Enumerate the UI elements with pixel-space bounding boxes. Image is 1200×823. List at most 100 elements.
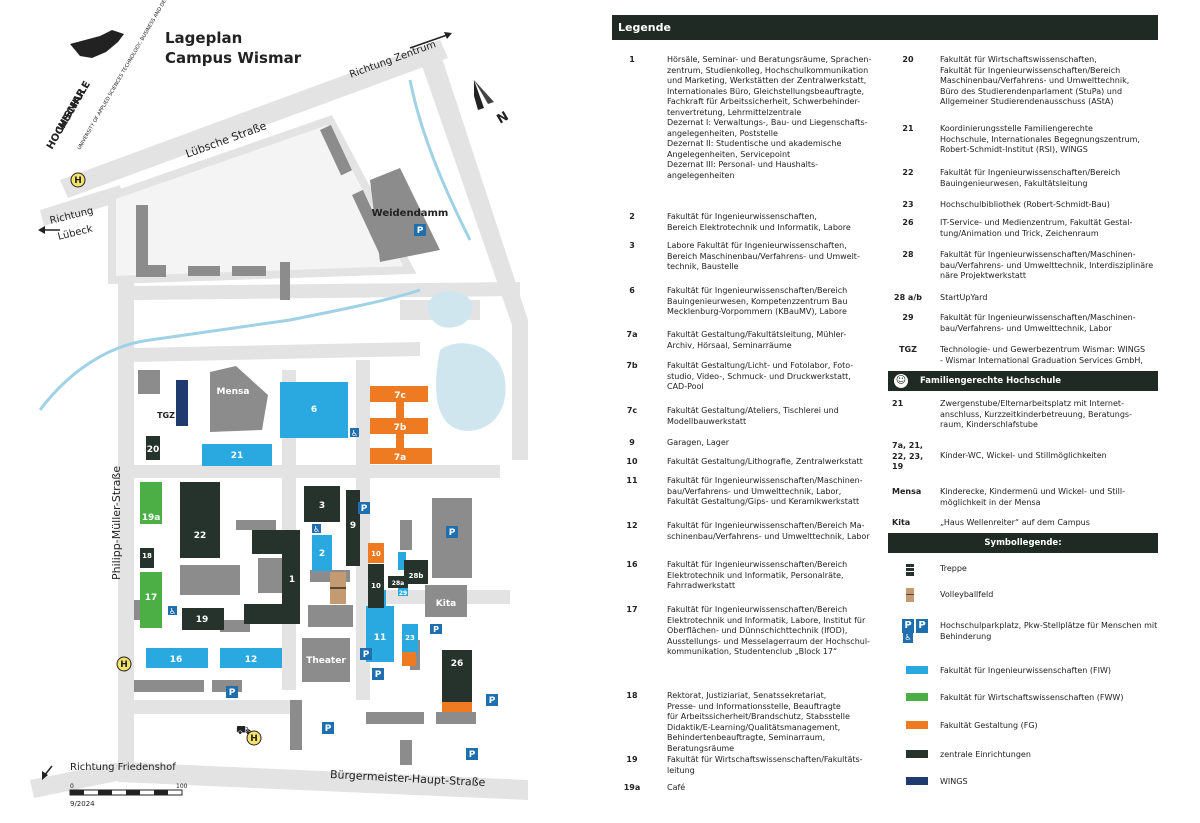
parking-icon xyxy=(226,686,238,698)
legend-entry-text: Fakultät für Ingenieurwissenschaften/Ber… xyxy=(667,286,882,318)
legend-entry-line: und Marketing, Werkstätten der Zentralwe… xyxy=(667,76,867,85)
legend-entry-text: Hochschulbibliothek (Robert-Schmidt-Bau) xyxy=(940,200,1160,211)
symbol-legend-label: zentrale Einrichtungen xyxy=(940,750,1031,759)
legend-entry-number: 19a xyxy=(623,783,641,792)
scale-bar: 0 100 9/2024 xyxy=(69,783,188,808)
river xyxy=(38,288,421,411)
svg-text:P: P xyxy=(417,226,424,236)
legend-entry-line: Fakultät für Ingenieurwissenschaften/Mas… xyxy=(940,313,1136,322)
legend-entry-line: Oberflächen- und Dünnschichttechnik (IfO… xyxy=(667,626,848,635)
legend-entry-line: Hochschulbibliothek (Robert-Schmidt-Bau) xyxy=(940,200,1110,209)
legend-entry-text: „Haus Wellenreiter“ auf dem Campus xyxy=(940,518,1160,529)
legend-entry-number: 16 xyxy=(626,560,638,569)
parking-icon xyxy=(360,648,372,660)
legend-entry-text: Café xyxy=(667,783,882,794)
building-label: 18 xyxy=(142,552,152,560)
accessible-icon xyxy=(168,606,177,615)
legend-entry-text: Fakultät Gestaltung/Ateliers, Tischlerei… xyxy=(667,406,882,427)
legend-entry-line: schinenbau/Verfahrens- und Umwelttechnik… xyxy=(667,531,870,541)
svg-text:♿: ♿ xyxy=(169,607,176,616)
legend-entry-line: tung/Animation und Trick, Zeichenraum xyxy=(940,228,1099,238)
color-swatch xyxy=(906,750,928,758)
legend-entry-text: Rektorat, Justiziariat, Senatssekretaria… xyxy=(667,691,882,754)
color-swatch xyxy=(906,777,928,785)
svg-text:9/2024: 9/2024 xyxy=(70,800,95,808)
campus-map: 6 7c 7b 7a 21 20 19a 17 18 22 3 9 2 1 19… xyxy=(30,0,528,808)
parking-icon xyxy=(466,748,478,760)
legend-entry-text: Fakultät für Ingenieurwissenschaften/Ber… xyxy=(667,521,882,542)
legend-entry-line: Fakultät für Ingenieurwissenschaften/Ber… xyxy=(667,605,848,614)
legend-entry-line: Maschinenbau/Verfahrens- und Umwelttechn… xyxy=(940,76,1130,85)
legend-entry-number: TGZ xyxy=(899,345,917,354)
building-label: 22 xyxy=(194,531,207,541)
legend-entry-line: Fakultät für Wirtschaftswissenschaften, xyxy=(940,55,1097,64)
building-label: 21 xyxy=(231,451,244,461)
bus-stop-icon xyxy=(70,172,86,188)
legend-entry-line: Elektrotechnik und Informatik, Personalr… xyxy=(667,570,844,580)
legend-entry-line: Hochschule, Internationales Begegnungsze… xyxy=(940,134,1140,144)
symbol-legend-label: Fakultät für Ingenieurwissenschaften (FI… xyxy=(940,666,1111,675)
legend-entry-number: Kita xyxy=(892,518,911,527)
legend-entry-line: Behindertenbeauftragte, Seminarraum, xyxy=(667,733,826,742)
legend-entry-line: Dezernat II: Studentische und akademisch… xyxy=(667,139,842,148)
symbol-legend-label: Volleyballfeld xyxy=(940,590,994,599)
legend-entry-line: IT-Service- und Medienzentrum, Fakultät … xyxy=(940,218,1133,227)
legend-entry-text: StartUpYard xyxy=(940,293,1160,304)
legend-entry-line: Bauingenieurwesen, Fakultätsleitung xyxy=(940,178,1088,188)
arrow-zentrum xyxy=(409,33,451,49)
legend-entry-text: Technologie- und Gewerbezentrum Wismar: … xyxy=(940,345,1160,366)
svg-text:H: H xyxy=(250,734,258,744)
river-north xyxy=(408,79,472,241)
faculty-buildings xyxy=(140,380,472,712)
svg-text:P: P xyxy=(361,504,368,514)
building-label-layer: 6 7c 7b 7a 21 20 19a 17 18 22 3 9 2 1 19… xyxy=(142,208,464,669)
legend-entry-line: angelegenheiten, Poststelle xyxy=(667,128,778,138)
north-arrow: N xyxy=(474,80,511,127)
legend-entry-text: Fakultät für Wirtschaftswissenschaften/F… xyxy=(667,755,882,776)
legend-entry-line: „Haus Wellenreiter“ auf dem Campus xyxy=(940,518,1090,527)
bus-stop-icon xyxy=(246,730,262,746)
legend-entry-line: Fahrradwerkstatt xyxy=(667,581,736,590)
grey-buildings xyxy=(134,124,476,765)
legend-entry-number: 21 xyxy=(892,399,904,408)
legend-entry-line: technik, Baustelle xyxy=(667,262,739,271)
legend-entry-line: zentrum, Studienkolleg, Hochschulkommuni… xyxy=(667,65,869,75)
legend-entry-text: Fakultät für Ingenieurwissenschaften/Ber… xyxy=(667,560,882,592)
legend-entry-text: Kinderecke, Kindermenü und Wickel- und S… xyxy=(940,487,1160,508)
legend-entry-number: 29 xyxy=(902,313,914,322)
legend-entry-number: 23 xyxy=(902,200,914,209)
legend-entry-line: angelegenheiten xyxy=(667,170,735,180)
legend-entry-text: Fakultät für Ingenieurwissenschaften/Ber… xyxy=(667,605,882,658)
legend-entry-line: Hörsäle, Seminar- und Beratungsräume, Sp… xyxy=(667,55,872,64)
legend-entry-number: 26 xyxy=(902,218,914,227)
legend-entry-line: Bereich Elektrotechnik und Informatik, L… xyxy=(667,222,851,232)
legend-entry-line: Mecklenburg-Vorpommern (KBauMV), Labore xyxy=(667,307,847,316)
building-label: 29 xyxy=(399,590,407,597)
legend-entry-line: möglichkeit in der Mensa xyxy=(940,497,1041,507)
legend-entry-number: 19 xyxy=(626,755,638,764)
parking-icon xyxy=(358,502,370,514)
legend-entry-line: Dezernat III: Personal- und Haushalts- xyxy=(667,160,819,169)
svg-text:P: P xyxy=(229,688,236,698)
legend-entry-line: Modellbauwerkstatt xyxy=(667,416,747,426)
legend-entry-text: Kinder-WC, Wickel- und Stillmöglichkeite… xyxy=(940,451,1160,462)
pond-north xyxy=(427,290,473,328)
family-section-title: Familiengerechte Hochschule xyxy=(920,376,1062,386)
svg-text:P: P xyxy=(325,724,332,734)
building-label: 19 xyxy=(196,615,209,625)
direction-friedenshof: Richtung Friedenshof xyxy=(70,762,176,773)
svg-text:♿: ♿ xyxy=(351,429,358,438)
building-label: 11 xyxy=(374,633,387,643)
legend-entry-line: Presse- und Informationsstelle, Beauftra… xyxy=(667,701,841,711)
legend-entry-text: Fakultät für Ingenieurwissenschaften,Ber… xyxy=(667,212,882,233)
svg-text:P: P xyxy=(433,625,439,634)
svg-text:P: P xyxy=(469,750,476,760)
legend-entry-line: raum, Kinderschlafstube xyxy=(940,420,1038,429)
area-label-weidendamm: Weidendamm xyxy=(372,208,449,219)
svg-text:♿: ♿ xyxy=(313,525,320,534)
building-label: 17 xyxy=(145,593,158,603)
legend-entry-number: 7a, 21, 22, 23, 19 xyxy=(892,441,924,471)
building-label: 20 xyxy=(147,445,160,455)
legend-entry-number: 22 xyxy=(902,168,914,177)
